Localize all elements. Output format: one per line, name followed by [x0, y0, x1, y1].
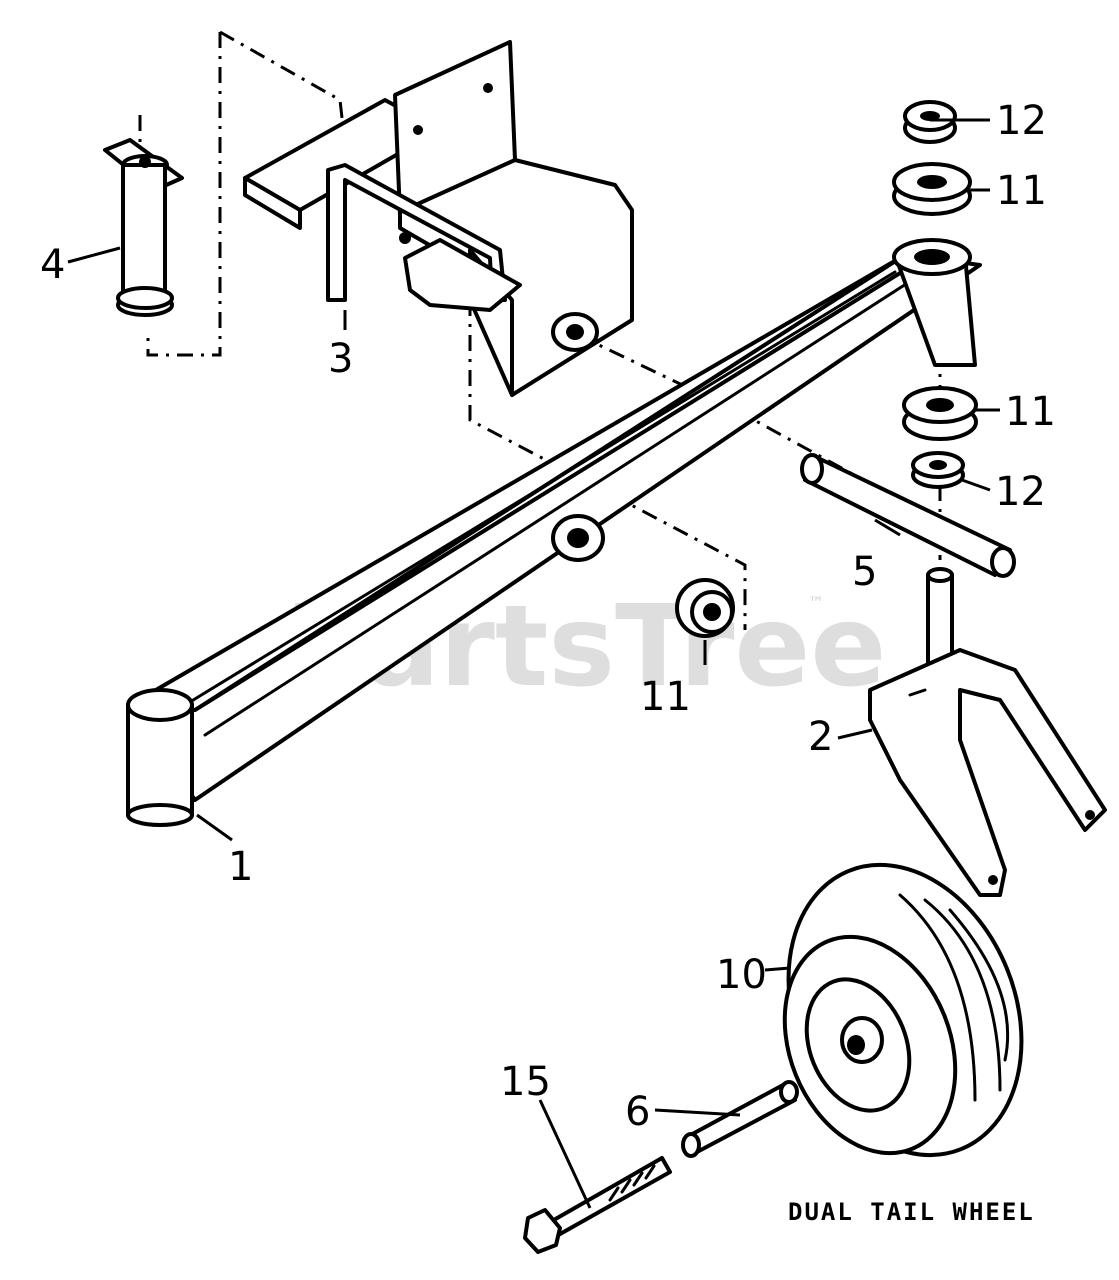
part-4-pin: [103, 138, 184, 317]
callout-12-top: 12: [996, 98, 1047, 144]
callout-11-lower: 11: [640, 674, 691, 720]
part-3-bracket: [243, 40, 634, 397]
callout-11-top: 11: [996, 168, 1047, 214]
callout-3: 3: [328, 336, 353, 382]
callout-11-middle: 11: [1005, 389, 1056, 435]
callout-labels: 4 3 1 2 5 12 11 11 12 11 10 6 15: [40, 98, 1056, 1135]
part-11-bushing-lower: [675, 578, 735, 638]
part-11-bushing-top: [892, 162, 972, 216]
leader-lines: [67, 118, 1000, 1209]
part-10-wheel: [782, 862, 1024, 1158]
callout-12-middle: 12: [995, 469, 1046, 515]
diagram-caption: DUAL TAIL WHEEL: [788, 1198, 1035, 1226]
callout-4: 4: [40, 242, 65, 288]
callout-10: 10: [716, 952, 767, 998]
callout-1: 1: [228, 844, 253, 890]
callout-6: 6: [625, 1089, 650, 1135]
callout-5: 5: [852, 549, 877, 595]
callout-15: 15: [500, 1059, 551, 1105]
part-11-bushing-middle: [902, 386, 978, 441]
watermark-trademark: ™: [808, 593, 824, 612]
part-12-nut-middle: [911, 451, 965, 489]
part-15-bolt: [523, 1156, 672, 1254]
part-6-axle-pin: [681, 1080, 799, 1158]
part-12-nut-top: [903, 100, 957, 144]
part-1-axle-arm: [126, 238, 982, 827]
part-2-fork: [868, 567, 1107, 897]
part-5-axle-rod: [800, 453, 1016, 578]
callout-2: 2: [808, 714, 833, 760]
